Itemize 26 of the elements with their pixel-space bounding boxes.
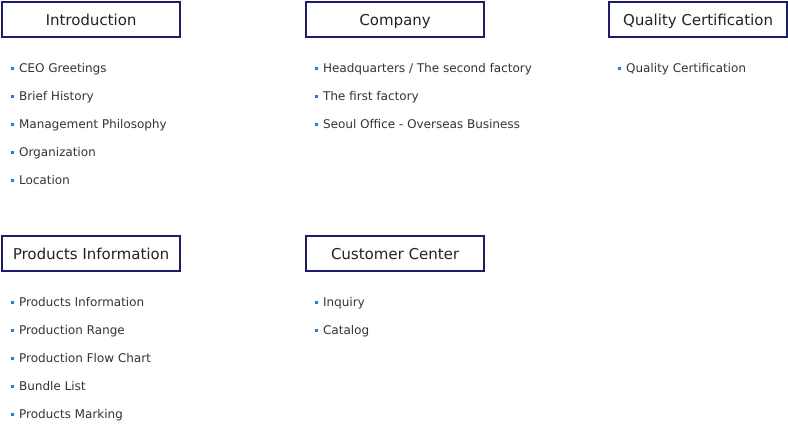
section-heading-box <box>305 235 485 272</box>
section-heading-box <box>305 1 485 38</box>
section-title: Company <box>359 10 431 28</box>
menu-item: Brief History <box>19 89 94 103</box>
menu-item: Products Information <box>19 295 144 309</box>
menu-item: Bundle List <box>19 379 86 393</box>
menu-item: CEO Greetings <box>19 61 106 75</box>
menu-item: Products Marking <box>19 407 123 421</box>
section-title: Introduction <box>46 10 136 28</box>
menu-item: Quality Certification <box>626 61 746 75</box>
menu-item: Production Range <box>19 323 125 337</box>
menu-item: Location <box>19 173 70 187</box>
section-title: Quality Certification <box>623 10 773 28</box>
section-heading-box <box>608 1 788 38</box>
menu-item: Production Flow Chart <box>19 351 151 365</box>
menu-item: Management Philosophy <box>19 117 167 131</box>
menu-item: Inquiry <box>323 295 365 309</box>
section-heading-box <box>1 235 181 272</box>
menu-item: Seoul Office - Overseas Business <box>323 117 520 131</box>
section-title: Products Information <box>12 244 170 262</box>
section-title: Customer Center <box>330 244 460 262</box>
menu-item: Catalog <box>323 323 370 337</box>
section-heading-box <box>1 1 181 38</box>
menu-item: Organization <box>19 145 96 159</box>
menu-item: Headquarters / The second factory <box>323 61 532 75</box>
menu-item: The first factory <box>323 89 419 103</box>
